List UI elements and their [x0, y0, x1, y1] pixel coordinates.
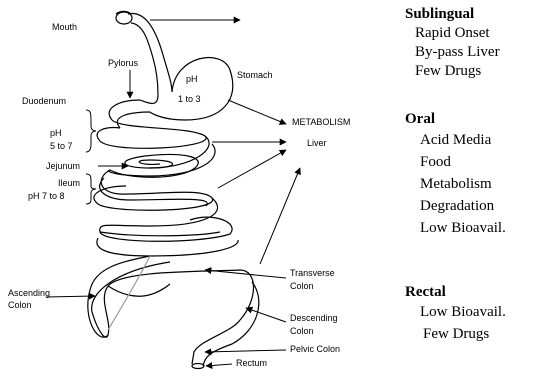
route-title: Rectal [405, 283, 446, 301]
ascending-colon-label: Ascending [8, 288, 50, 298]
small-intestine [94, 100, 238, 256]
mouth-label: Mouth [52, 22, 77, 32]
pylorus-label: Pylorus [108, 58, 139, 68]
metabolism-label: METABOLISM [292, 117, 350, 127]
route-legend: Sublingual Rapid Onset By-pass Liver Few… [405, 0, 546, 372]
appendix-path [108, 256, 150, 330]
transverse-colon-label-2: Colon [290, 281, 314, 291]
liver-label: Liver [307, 138, 327, 148]
route-item: Low Bioavail. [420, 303, 506, 321]
transverse-colon-label: Transverse [290, 268, 335, 278]
route-item: Low Bioavail. [420, 219, 506, 237]
route-item: Degradation [420, 197, 494, 215]
route-item: Metabolism [420, 175, 492, 193]
route-item: By-pass Liver [415, 43, 500, 61]
route-item: Acid Media [420, 131, 491, 149]
stomach-ph-label: pH [186, 74, 198, 84]
route-item: Rapid Onset [415, 24, 490, 42]
descending-colon-arrow [246, 308, 286, 322]
esophagus [128, 13, 172, 95]
route-item: Few Drugs [415, 62, 481, 80]
duodenum-brace [86, 110, 96, 152]
route-item: Few Drugs [423, 325, 489, 343]
pelvic-colon-label: Pelvic Colon [290, 344, 340, 354]
route-item: Food [420, 153, 451, 171]
stomach-label: Stomach [237, 70, 273, 80]
stomach-shape [140, 58, 233, 120]
colon-to-liver-arrow [260, 168, 300, 264]
route-title: Sublingual [405, 5, 474, 23]
rectum-label: Rectum [236, 358, 267, 368]
stomach-to-liver-arrow [228, 100, 286, 124]
route-title: Oral [405, 110, 435, 128]
duodenum-label: Duodenum [22, 96, 66, 106]
jejunum-label: Jejunum [46, 161, 80, 171]
rectum-arrow [206, 364, 232, 366]
descending-colon-label: Descending [290, 313, 338, 323]
duodenum-ph-range: 5 to 7 [50, 141, 73, 151]
rectum-shape [192, 364, 204, 369]
ileum-label: Ileum [58, 178, 80, 188]
duodenum-ph-label: pH [50, 128, 62, 138]
ascending-colon-arrow [46, 296, 95, 297]
ileum-ph-label: pH 7 to 8 [28, 191, 65, 201]
descending-colon-label-2: Colon [290, 326, 314, 336]
ileum-to-liver-arrow [218, 150, 286, 188]
ascending-colon-label-2: Colon [8, 300, 32, 310]
stomach-ph-range: 1 to 3 [178, 94, 201, 104]
